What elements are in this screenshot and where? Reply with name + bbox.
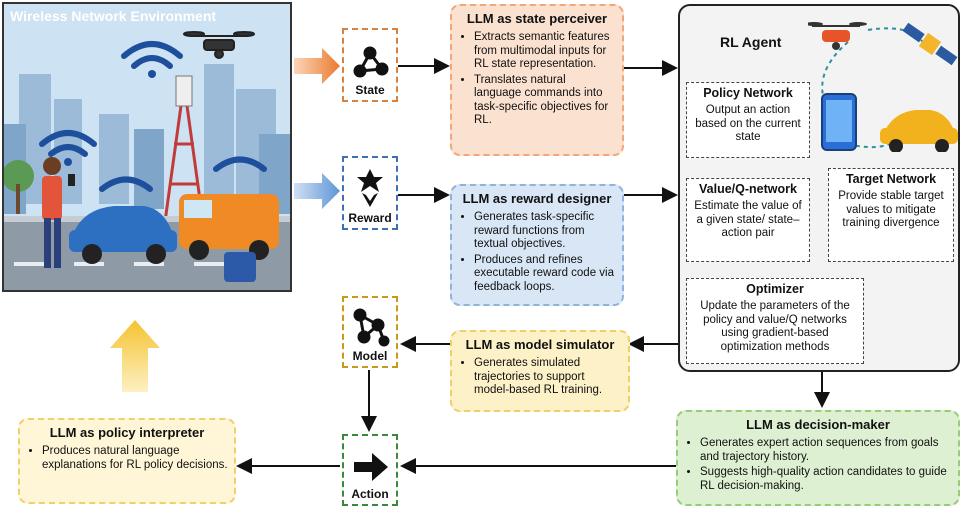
- decision-maker-title: LLM as decision-maker: [746, 417, 890, 432]
- rl-agent-panel: RL Agent: [678, 4, 960, 372]
- right-arrow-icon: [354, 453, 388, 481]
- action-label: Action: [351, 487, 389, 501]
- reward-label: Reward: [348, 211, 392, 225]
- car-icon: [880, 110, 958, 152]
- bullet: Translates natural language commands int…: [474, 74, 616, 128]
- policy-interpreter-card: LLM as policy interpreter Produces natur…: [18, 418, 236, 504]
- value-network-title: Value/Q-network: [699, 182, 797, 196]
- model-label: Model: [352, 349, 388, 363]
- bullet: Suggests high-quality action candidates …: [700, 466, 952, 493]
- bullet: Generates task-specific reward functions…: [474, 211, 616, 252]
- reward-designer-card: LLM as reward designer Generates task-sp…: [450, 184, 624, 306]
- bullet: Generates expert action sequences from g…: [700, 437, 952, 464]
- rl-agent-title: RL Agent: [720, 34, 782, 50]
- reward-designer-title: LLM as reward designer: [462, 191, 612, 206]
- devices-illustration: [808, 22, 958, 152]
- drone-icon: [808, 22, 867, 50]
- model-simulator-card: LLM as model simulator Generates simulat…: [450, 330, 630, 412]
- optimizer-title: Optimizer: [746, 282, 804, 296]
- state-perceiver-card: LLM as state perceiver Extracts semantic…: [450, 4, 624, 156]
- target-network-box: Target Network Provide stable target val…: [828, 168, 954, 262]
- value-network-desc: Estimate the value of a given state/ sta…: [694, 200, 802, 239]
- policy-network-box: Policy Network Output an action based on…: [686, 82, 810, 158]
- award-medal-icon: [357, 169, 383, 207]
- optimizer-desc: Update the parameters of the policy and …: [700, 300, 850, 353]
- environment-panel: Wireless Network Environment: [2, 2, 292, 292]
- state-perceiver-title: LLM as state perceiver: [466, 11, 608, 26]
- network-graph-icon: [353, 308, 390, 347]
- environment-title: Wireless Network Environment: [10, 8, 217, 24]
- satellite-icon: [902, 22, 958, 66]
- optimizer-box: Optimizer Update the parameters of the p…: [686, 278, 864, 364]
- decision-maker-card: LLM as decision-maker Generates expert a…: [676, 410, 960, 506]
- model-simulator-title: LLM as model simulator: [465, 337, 615, 352]
- policy-network-title: Policy Network: [703, 86, 793, 100]
- bullet: Generates simulated trajectories to supp…: [474, 357, 622, 398]
- policy-interpreter-title: LLM as policy interpreter: [49, 425, 205, 440]
- target-network-title: Target Network: [845, 172, 937, 186]
- reward-icon-box: Reward: [342, 156, 398, 230]
- bullet: Extracts semantic features from multimod…: [474, 31, 616, 72]
- model-icon-box: Model: [342, 296, 398, 368]
- state-icon-box: State: [342, 28, 398, 102]
- smartphone-icon: [821, 93, 857, 151]
- value-network-box: Value/Q-network Estimate the value of a …: [686, 178, 810, 262]
- target-network-desc: Provide stable target values to mitigate…: [838, 190, 944, 229]
- graph-nodes-icon: [353, 46, 389, 78]
- state-label: State: [355, 83, 385, 97]
- bullet: Produces and refines executable reward c…: [474, 254, 616, 295]
- city-scene-illustration: [4, 4, 290, 290]
- action-icon-box: Action: [342, 434, 398, 506]
- bullet: Produces natural language explanations f…: [42, 445, 228, 472]
- policy-network-desc: Output an action based on the current st…: [695, 104, 801, 143]
